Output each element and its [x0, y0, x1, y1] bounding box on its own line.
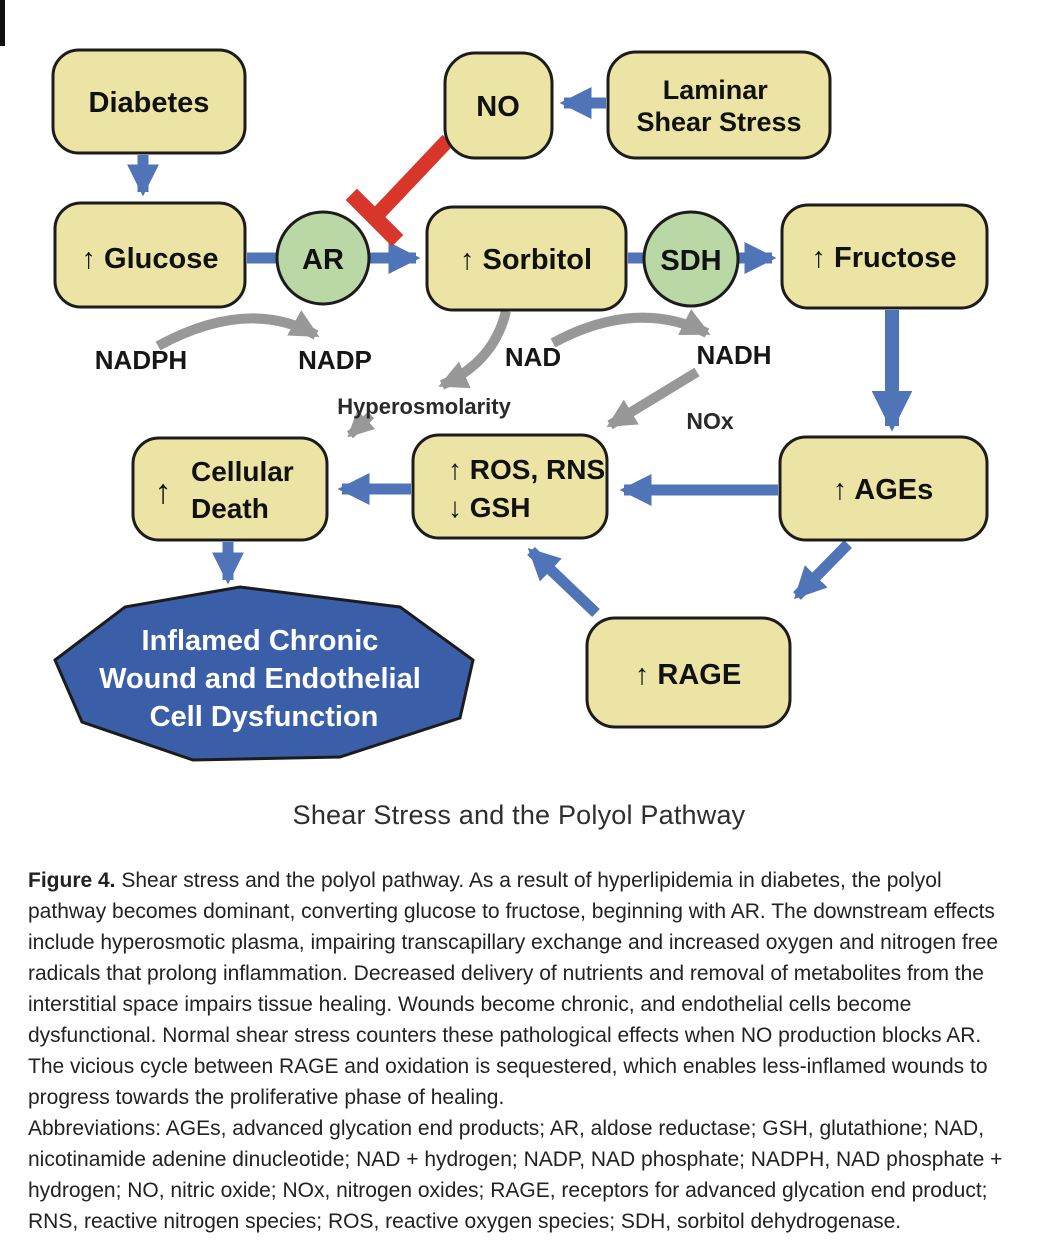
inhibit-tbar-icon [345, 188, 404, 247]
label-sdh: SDH [660, 245, 721, 277]
arrow-hyperosmolarity-to-cellular-death [346, 410, 376, 439]
caption-body-text: Shear stress and the polyol pathway. As … [28, 869, 999, 1109]
label-rage: ↑ RAGE [635, 659, 741, 691]
label-ar: AR [302, 244, 344, 276]
label-nadph: NADPH [95, 345, 187, 375]
figure-caption: Figure 4. Shear stress and the polyol pa… [28, 865, 1010, 1237]
node-ages [778, 435, 989, 542]
label-nadh: NADH [696, 340, 771, 370]
node-sorbitol [425, 205, 628, 312]
label-diabetes: Diabetes [89, 87, 210, 119]
inhibition-no-to-ar [345, 134, 454, 247]
node-ros-gsh [411, 433, 609, 540]
label-hyperosmolarity: Hyperosmolarity [337, 394, 511, 419]
figure-label: Figure 4. [28, 869, 116, 892]
label-nox: NOx [686, 408, 734, 434]
node-outcome-polygon [53, 585, 475, 762]
label-fructose: ↑ Fructose [811, 242, 956, 274]
label-sorbitol: ↑ Sorbitol [460, 244, 592, 276]
node-fructose [780, 203, 989, 310]
node-no [443, 51, 554, 160]
arrow-nad-to-nadh [550, 308, 711, 348]
inhibit-line [370, 134, 454, 222]
enzyme-ar [275, 210, 371, 306]
label-no: NO [476, 91, 520, 123]
node-laminar-shear-stress [606, 50, 832, 160]
label-cellular-death: Cellular Death [191, 456, 301, 524]
label-ages: ↑ AGEs [833, 474, 933, 506]
label-ros-gsh: ↑ ROS, RNS ↓ GSH [448, 454, 613, 523]
label-outcome: Inflamed Chronic Wound and Endothelial C… [99, 625, 429, 733]
up-arrow-icon: ↑ [155, 473, 172, 511]
arrow-rage-to-ros [527, 547, 600, 617]
node-rage [585, 616, 792, 729]
arrow-sorbitol-to-hyperosmolarity [438, 309, 511, 390]
caption-paragraph: Figure 4. Shear stress and the polyol pa… [28, 865, 1010, 1113]
enzyme-sdh [642, 210, 740, 308]
arrow-nadph-to-nadp [155, 310, 320, 351]
caption-abbreviations: Abbreviations: AGEs, advanced glycation … [28, 1117, 1003, 1233]
node-diabetes [51, 48, 247, 155]
label-glucose: ↑ Glucose [82, 243, 219, 275]
node-glucose [53, 201, 247, 309]
arrow-ages-to-rage [793, 540, 852, 600]
scan-artifact-bar [0, 0, 5, 46]
gray-arrows [155, 308, 711, 439]
figure-title: Shear Stress and the Polyol Pathway [292, 800, 746, 830]
node-cellular-death [131, 436, 329, 542]
pathway-diagram: Diabetes NO Laminar Shear Stress ↑ Gluco… [51, 48, 989, 762]
label-laminar-shear-stress: Laminar Shear Stress [636, 75, 801, 137]
label-nad: NAD [505, 342, 561, 372]
label-nadp: NADP [298, 345, 372, 375]
arrow-nadh-to-ros [606, 367, 700, 430]
